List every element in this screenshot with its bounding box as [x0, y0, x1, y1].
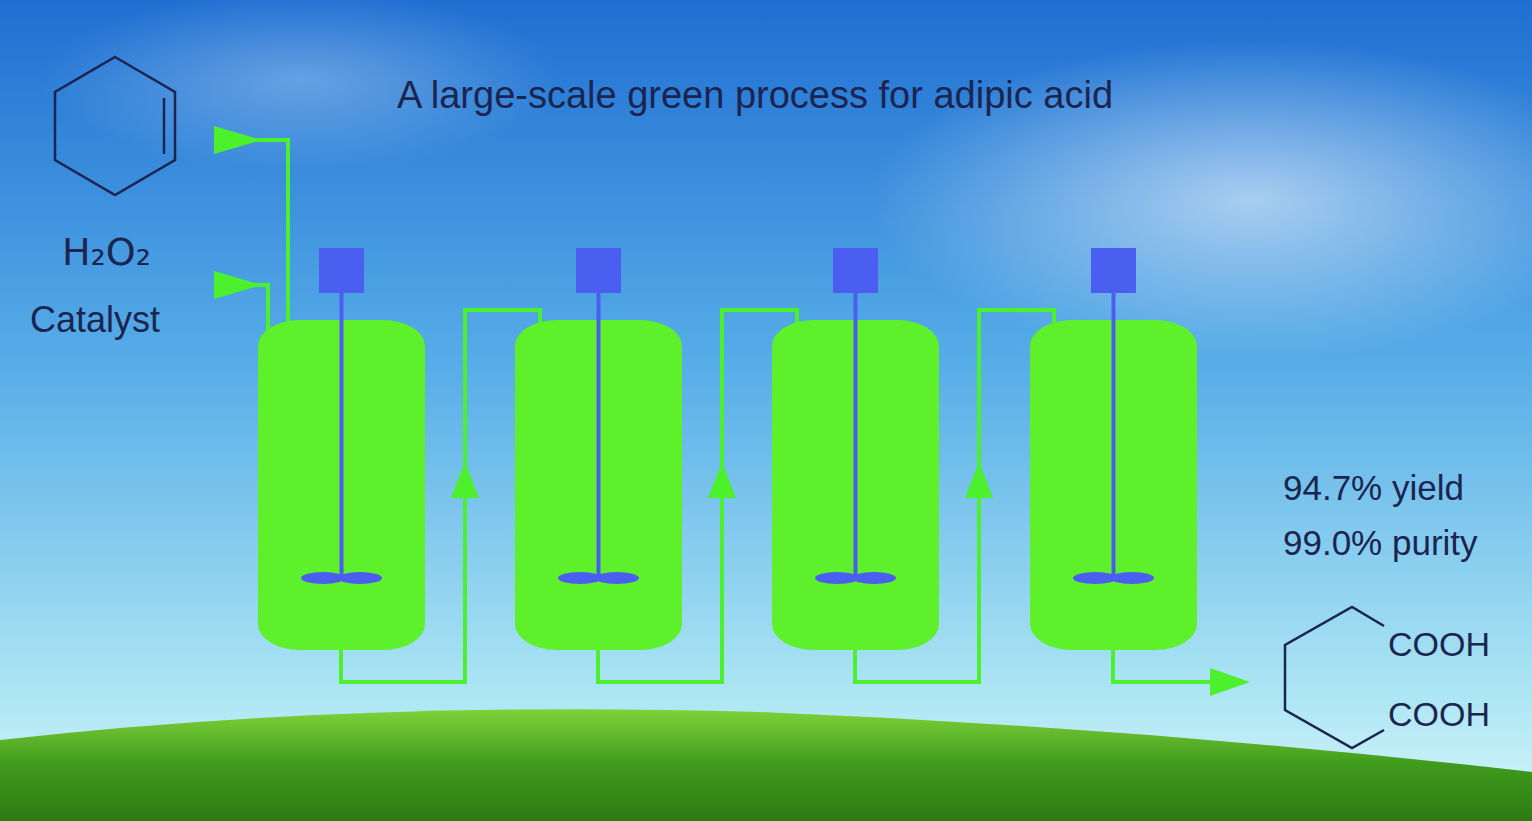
reactor — [1030, 248, 1197, 650]
reagent-label: Catalyst — [30, 300, 160, 340]
yield-value: 94.7% yield — [1283, 469, 1464, 508]
adipic-acid-structure — [1285, 607, 1384, 748]
feed-arrows — [214, 126, 288, 335]
green-hill — [0, 709, 1532, 821]
reactor — [515, 248, 682, 650]
stirred-reactors — [258, 248, 1197, 650]
cyclohexene-structure — [55, 57, 175, 195]
reactor — [258, 248, 425, 650]
carboxyl-group: COOH — [1388, 626, 1490, 663]
carboxyl-group: COOH — [1388, 696, 1490, 733]
reagent-label: H₂O₂ — [62, 232, 151, 274]
transfer-pipes — [341, 310, 1215, 682]
title: A large-scale green process for adipic a… — [397, 75, 1113, 117]
reactor — [772, 248, 939, 650]
purity-value: 99.0% purity — [1283, 524, 1478, 563]
